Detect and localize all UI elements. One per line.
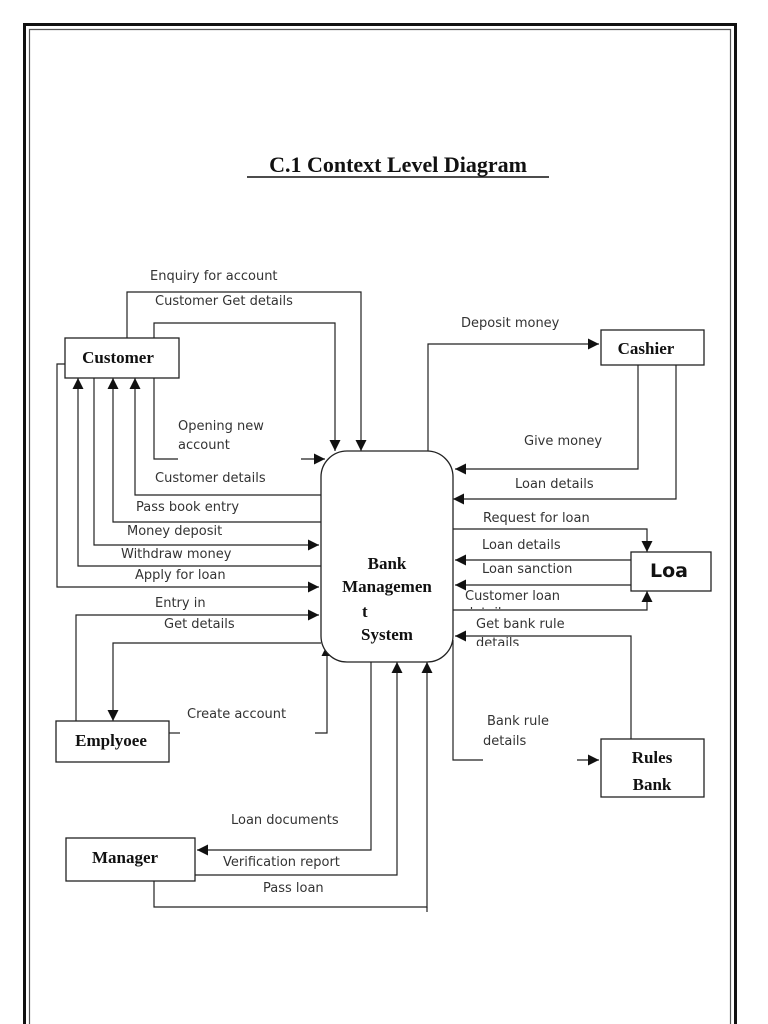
flow-get-bank-rule-details (455, 630, 632, 739)
label-loan-details-cashier: Loan details (515, 477, 594, 492)
flow-get-details (107, 642, 321, 721)
label-apply-for-loan: Apply for loan (135, 568, 226, 583)
label-entry-in: Entry in (155, 596, 206, 611)
label-enquiry: Enquiry for account (150, 269, 278, 284)
label-get-bank-rule-details-2: details (476, 636, 520, 651)
label-deposit-money: Deposit money (461, 316, 560, 331)
svg-text:Cashier: Cashier (618, 339, 675, 358)
entity-manager: Manager (65, 837, 196, 882)
entity-cashier: Cashier (600, 329, 705, 366)
process-label-line3: t (362, 602, 368, 621)
flow-verification-report (195, 662, 403, 876)
label-create-account: Create account (187, 707, 286, 722)
flow-pass-book-entry (107, 378, 321, 523)
entity-employee: Emplyoee (55, 720, 170, 763)
flow-enquiry (126, 291, 367, 451)
label-bank-rule: Bank rule (487, 714, 549, 729)
data-flows (56, 291, 677, 912)
svg-text:Customer: Customer (82, 348, 154, 367)
flow-labels: Enquiry for account Customer Get details… (102, 269, 602, 896)
label-customer-details: Customer details (155, 471, 266, 486)
label-loan-documents: Loan documents (231, 813, 339, 828)
label-opening-new-account-2: account (178, 438, 230, 453)
label-request-for-loan: Request for loan (483, 511, 590, 526)
label-withdraw-money: Withdraw money (121, 547, 232, 562)
bank-management-system-process (320, 450, 454, 663)
svg-text:Rules: Rules (632, 748, 673, 767)
label-get-bank-rule: Get bank rule (476, 617, 565, 632)
label-verification-report: Verification report (223, 855, 340, 870)
flow-loan-documents (197, 662, 372, 856)
flow-apply-loan (56, 363, 319, 593)
flow-create-account-b (315, 645, 333, 734)
svg-text:Loa: Loa (650, 560, 688, 582)
entity-loan: Loa (630, 551, 712, 592)
process-label-line1: Bank (368, 554, 407, 573)
flow-money-deposit (93, 378, 319, 551)
label-opening-new-account: Opening new (178, 419, 264, 434)
label-loan-sanction: Loan sanction (482, 562, 572, 577)
process-label-line2: Managemen (342, 577, 432, 596)
svg-text:Emplyoee: Emplyoee (75, 731, 147, 750)
entity-rules-bank: Rules Bank (600, 738, 705, 798)
process-label-line4: System (361, 625, 413, 644)
label-get-details: Get details (164, 617, 235, 632)
svg-text:Manager: Manager (92, 848, 159, 867)
flow-give-money (455, 365, 639, 475)
flow-bank-rule-details-a (452, 640, 483, 761)
flow-withdraw-money (72, 378, 321, 567)
label-pas: pas (102, 616, 125, 631)
flow-pass-loan (153, 662, 433, 908)
flow-customer-get-details (153, 322, 341, 451)
label-loan-details-loa: Loan details (482, 538, 561, 553)
label-pass-book-entry: Pass book entry (136, 500, 239, 515)
flow-entry-in-pas (75, 609, 319, 721)
flow-request-loan (453, 528, 653, 552)
label-customer-loan: Customer loan (465, 589, 560, 604)
flow-loan-details-cashier (453, 365, 677, 505)
entity-customer: Customer (64, 337, 180, 379)
svg-text:Bank: Bank (633, 775, 672, 794)
page-title: C.1 Context Level Diagram (269, 152, 527, 177)
label-customer-loan-details-2: details (465, 606, 509, 621)
flow-customer-loan-details (453, 591, 653, 611)
label-money-deposit: Money deposit (127, 524, 222, 539)
label-customer-get-details: Customer Get details (155, 294, 293, 309)
label-pass-loan: Pass loan (263, 881, 324, 896)
label-give-money: Give money (524, 434, 602, 449)
flow-opening-account-a (153, 378, 178, 460)
page-frame (23, 23, 737, 1024)
flow-deposit-money (427, 338, 599, 451)
label-bank-rule-details-2: details (483, 734, 527, 749)
